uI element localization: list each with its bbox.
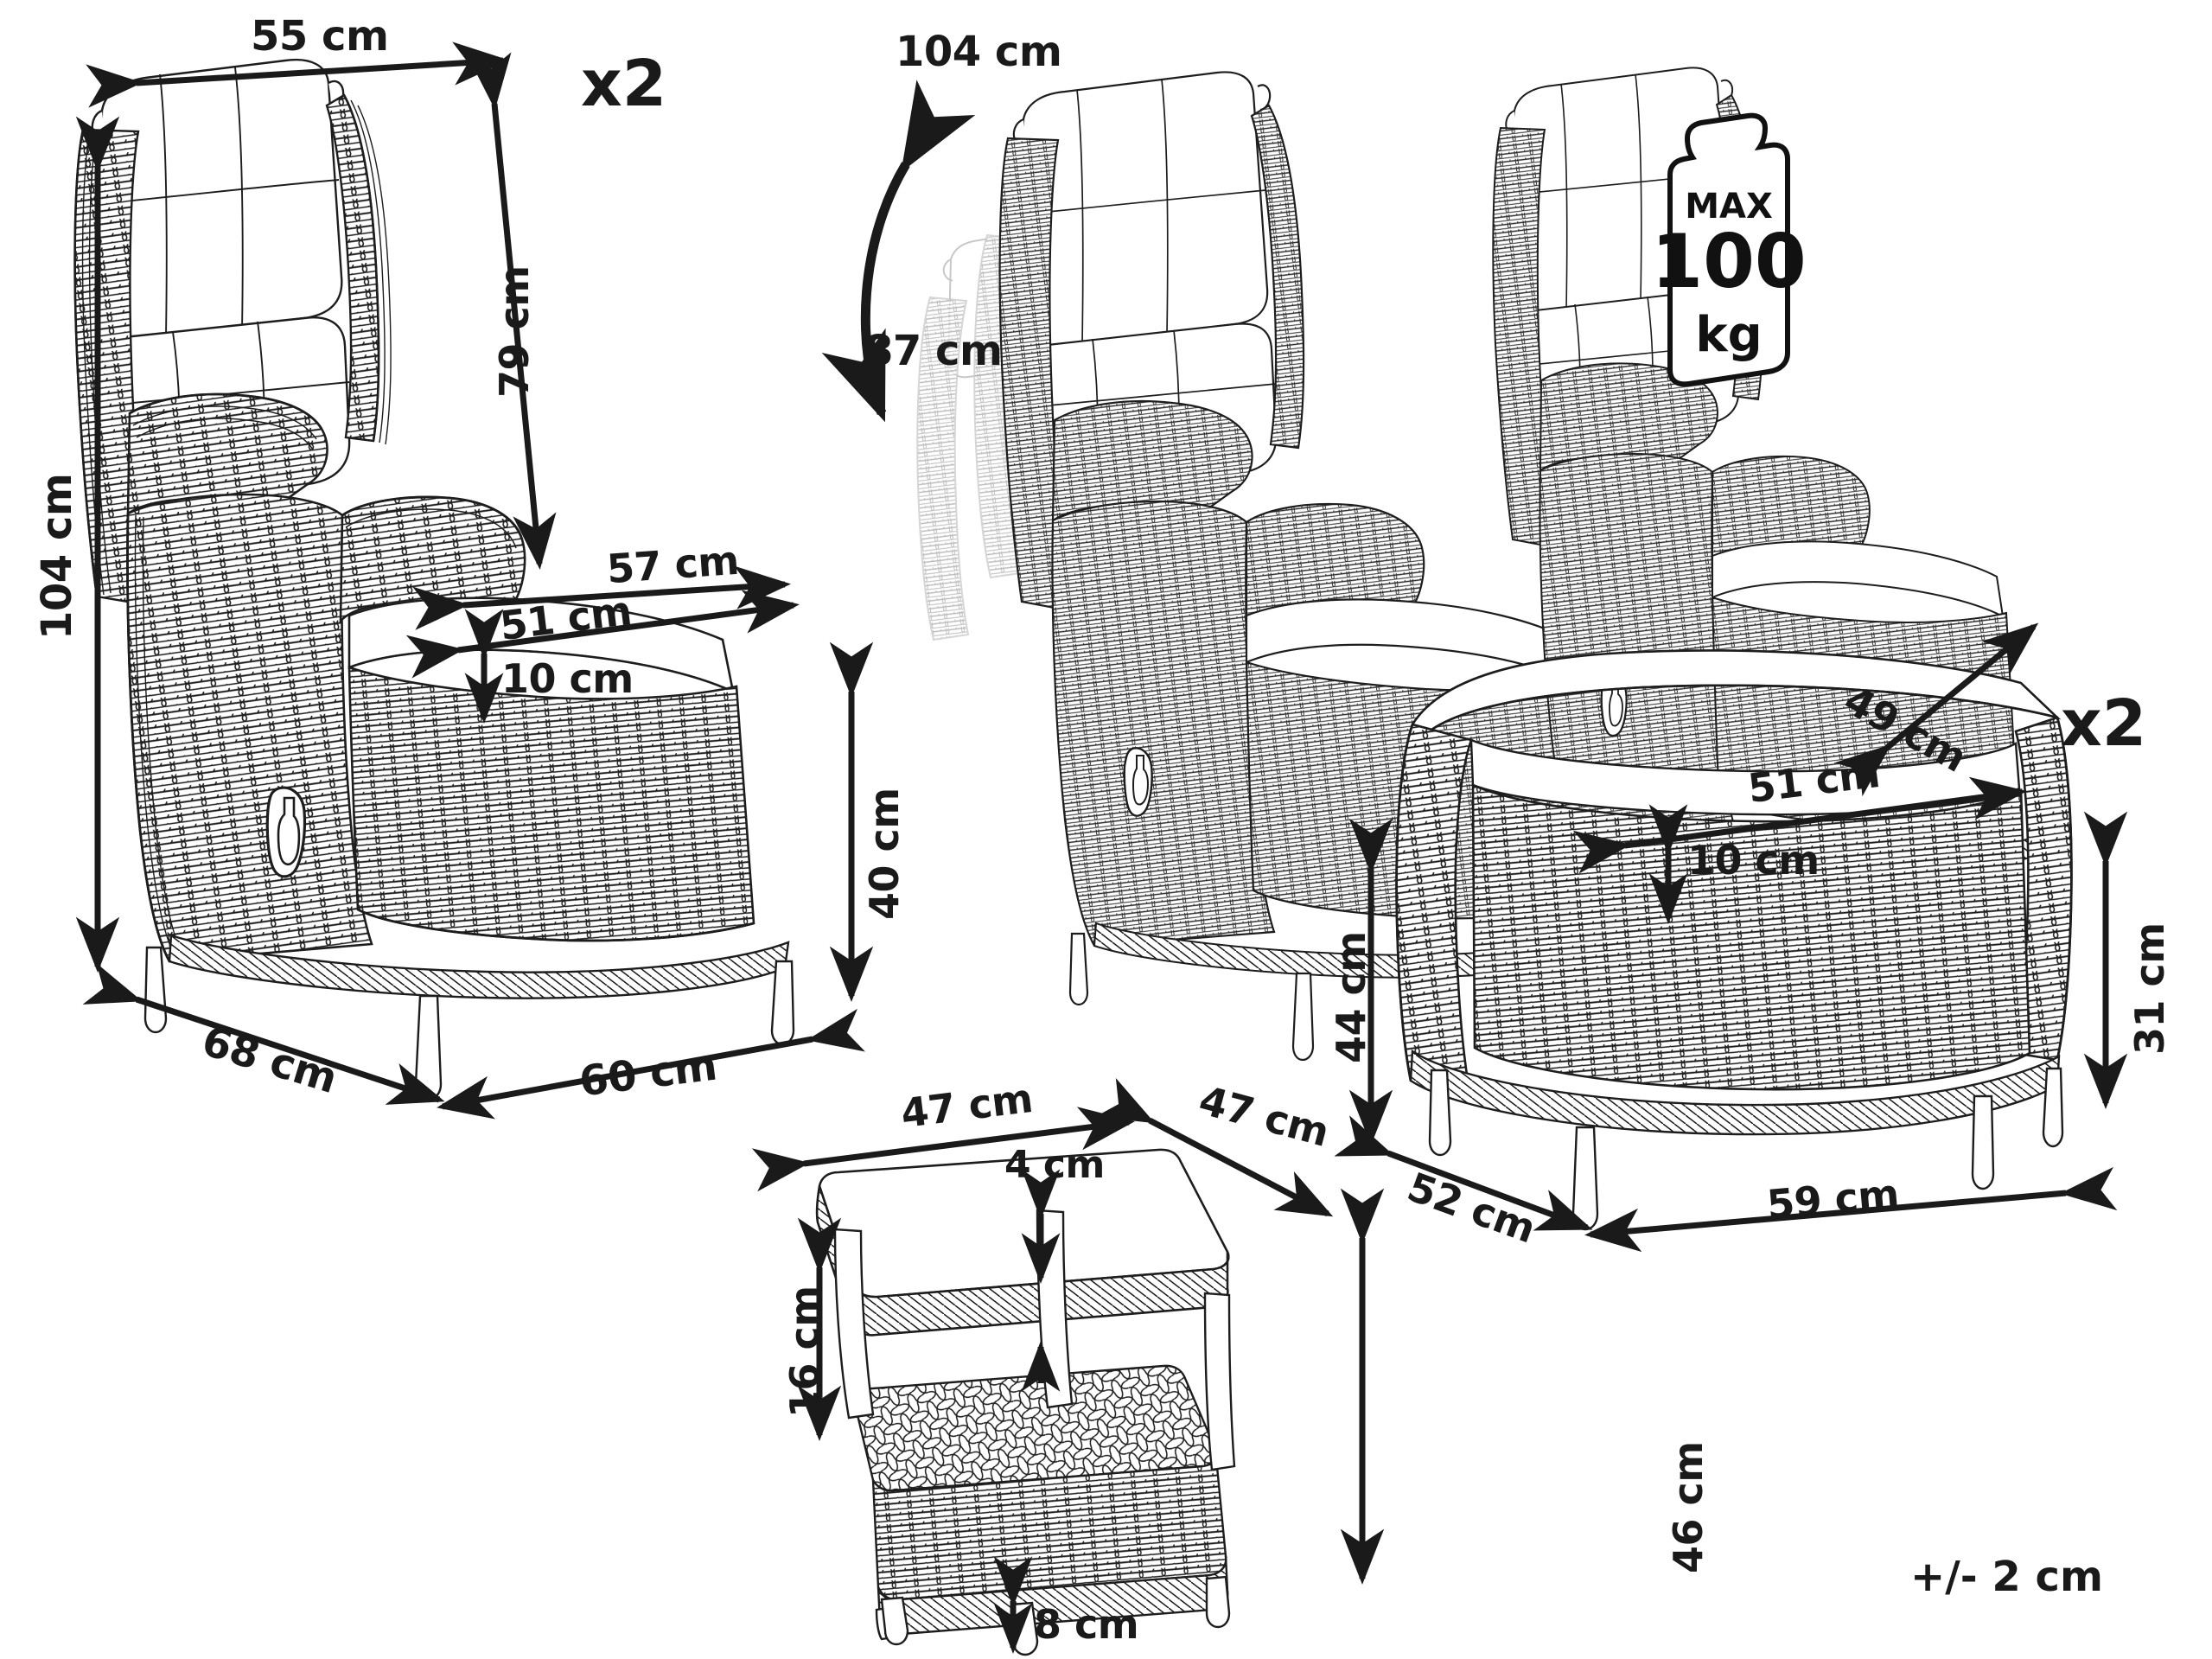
dim-label-chair-seatheight-40: 40 cm [861, 788, 908, 920]
dim-label-chair-backrest-79: 79 cm [491, 265, 538, 398]
armchair-dimension-arrows [75, 41, 874, 1120]
dim-label-chair-height-104: 104 cm [33, 473, 81, 640]
dim-label-otto-width-59: 59 cm [1764, 1170, 1901, 1228]
dim-label-otto-cushion-10: 10 cm [1687, 837, 1820, 884]
qty-label-armchair: x2 [581, 47, 667, 121]
ottoman-dimension-arrows [1334, 622, 2128, 1253]
tolerance-note: +/- 2 cm [1910, 1553, 2103, 1601]
table-dimension-arrows [751, 1078, 1385, 1654]
recline-chair-side-panel [1051, 500, 1276, 948]
dim-label-otto-frame-31: 31 cm [2126, 922, 2173, 1055]
dim-label-table-height-46: 46 cm [1665, 1441, 1712, 1573]
dim-label-table-top-4: 4 cm [1004, 1143, 1105, 1187]
max-weight-badge-icon: MAX 100 kg [1651, 112, 1807, 387]
dim-label-otto-height-44: 44 cm [1328, 931, 1374, 1063]
max-word-text: MAX [1685, 187, 1773, 227]
dim-label-chair-width-55: 55 cm [251, 12, 389, 61]
recline-chair-right-rail [1250, 104, 1305, 450]
dim-label-recline-down-87: 87 cm [864, 327, 1003, 375]
qty-label-ottoman: x2 [2061, 686, 2147, 761]
armchair-left-side-panel [126, 493, 373, 963]
dim-label-chair-seatdepth-57: 57 cm [605, 536, 741, 593]
armchair-back-right-rail [325, 93, 392, 445]
max-value-text: 100 [1651, 219, 1807, 305]
dim-label-table-shelf-16: 16 cm [781, 1286, 828, 1418]
dim-label-chair-cushion-10: 10 cm [501, 655, 634, 702]
max-unit-text: kg [1695, 307, 1762, 363]
armchair-main-illustration [73, 58, 795, 1101]
recline-chair-lever-icon [1123, 747, 1153, 817]
load-chair-seat-cushion [1712, 540, 2005, 618]
ottoman-bottom-rail [1409, 1049, 2061, 1136]
armchair-recline-lever-icon [265, 786, 307, 878]
side-table-illustration [815, 1148, 1236, 1656]
dim-label-table-clearance-8: 8 cm [1034, 1601, 1139, 1648]
recline-angle-arrow [821, 80, 976, 423]
dim-label-recline-up-104: 104 cm [896, 28, 1062, 76]
armchair-front-apron [347, 666, 755, 942]
armchair-left-armrest [126, 392, 328, 520]
